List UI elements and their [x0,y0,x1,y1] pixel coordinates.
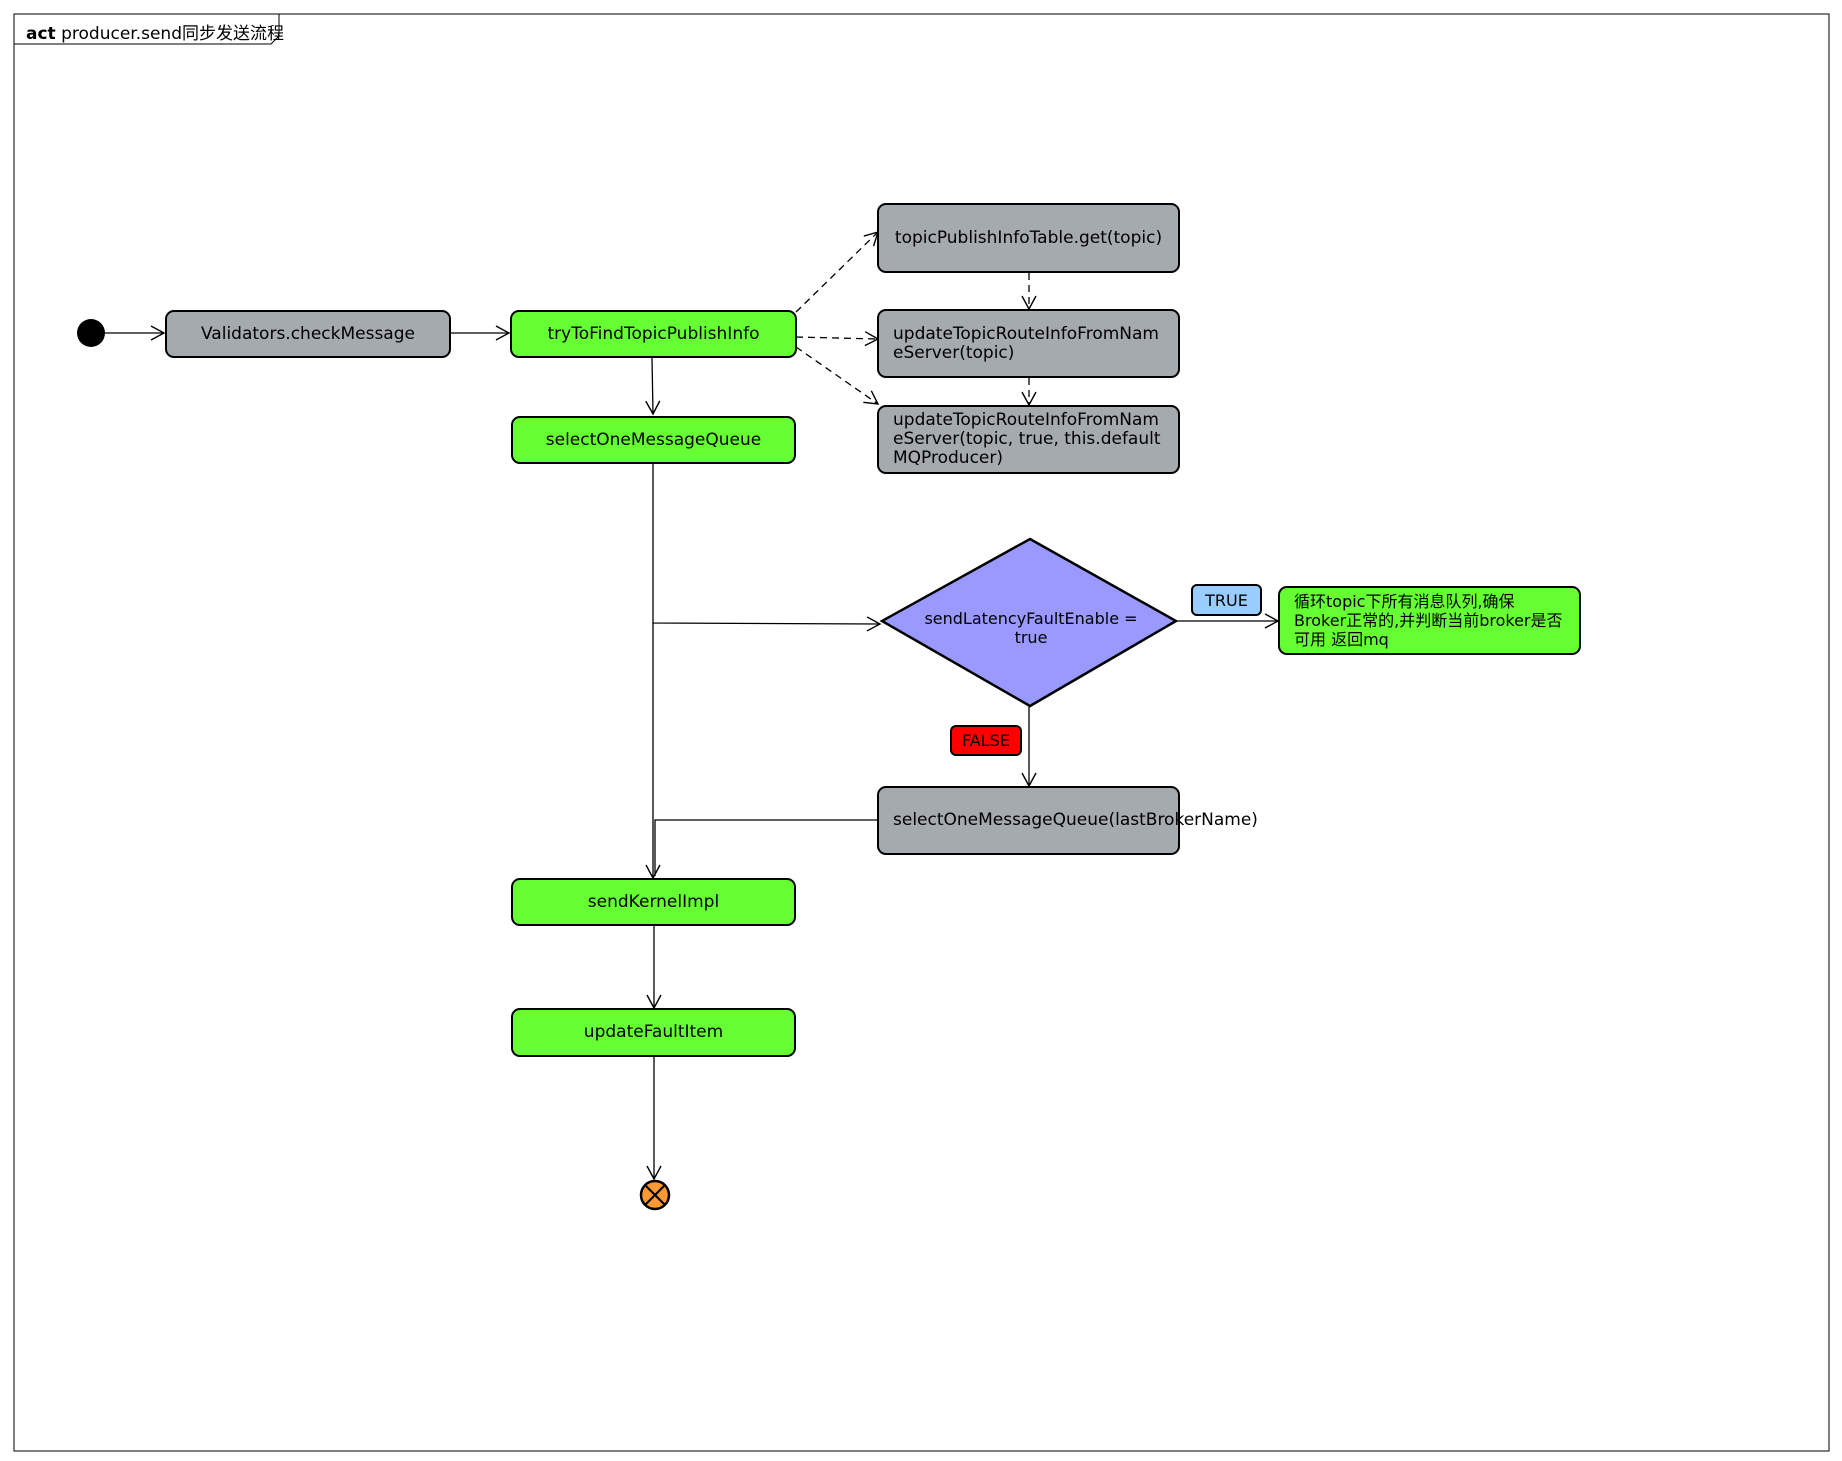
action-check-message-label: Validators.checkMessage [201,323,415,344]
action-try-find-topic-label: tryToFindTopicPublishInfo [547,323,760,344]
guard-true-label: TRUE [1205,590,1248,610]
action-try-find-topic: tryToFindTopicPublishInfo [510,310,797,358]
action-select-queue-label: selectOneMessageQueue [545,429,762,450]
guard-false-label: FALSE [962,731,1010,750]
frame-title-text: producer.send同步发送流程 [61,24,284,44]
edge-try-to-select [645,357,661,416]
initial-node [77,319,105,347]
dashed-edge-try-to-route1 [795,331,880,347]
frame-border [13,13,1830,1452]
action-update-route-1: updateTopicRouteInfoFromNameServer(topic… [877,309,1180,378]
edge-last-to-send [654,819,877,876]
action-select-queue-last-label: selectOneMessageQueue(lastBrokerName) [893,810,1258,830]
action-table-get-label: topicPublishInfoTable.get(topic) [894,227,1163,248]
decision-diamond [879,537,1179,708]
action-update-route-1-label: updateTopicRouteInfoFromNameServer(topic… [893,323,1159,363]
guard-true-badge: TRUE [1191,584,1262,616]
action-send-kernel: sendKernelImpl [511,878,796,926]
final-node-cross-b [644,1184,666,1206]
edge-select-to-decision [652,464,882,632]
action-select-queue: selectOneMessageQueue [511,416,796,464]
dashed-edge-try-to-table [795,230,880,313]
action-send-kernel-label: sendKernelImpl [587,891,720,912]
action-table-get: topicPublishInfoTable.get(topic) [877,203,1180,273]
decision-label: sendLatencyFaultEnable = true [924,609,1138,647]
action-true-branch-label: 循环topic下所有消息队列,确保Broker正常的,并判断当前broker是否… [1294,592,1563,649]
frame-title: act producer.send同步发送流程 [26,19,284,44]
action-select-queue-last: selectOneMessageQueue(lastBrokerName) [877,786,1258,855]
guard-false-badge: FALSE [950,725,1022,756]
dashed-edge-try-to-route2 [795,346,880,405]
action-check-message: Validators.checkMessage [165,310,451,358]
action-true-branch: 循环topic下所有消息队列,确保Broker正常的,并判断当前broker是否… [1278,586,1581,655]
action-update-route-2-label: updateTopicRouteInfoFromNameServer(topic… [893,410,1161,468]
action-update-route-2: updateTopicRouteInfoFromNameServer(topic… [877,405,1180,474]
action-update-fault-label: updateFaultItem [583,1022,724,1042]
action-update-fault: updateFaultItem [511,1008,796,1057]
frame-title-tab [14,14,280,45]
frame-keyword: act [26,24,56,44]
